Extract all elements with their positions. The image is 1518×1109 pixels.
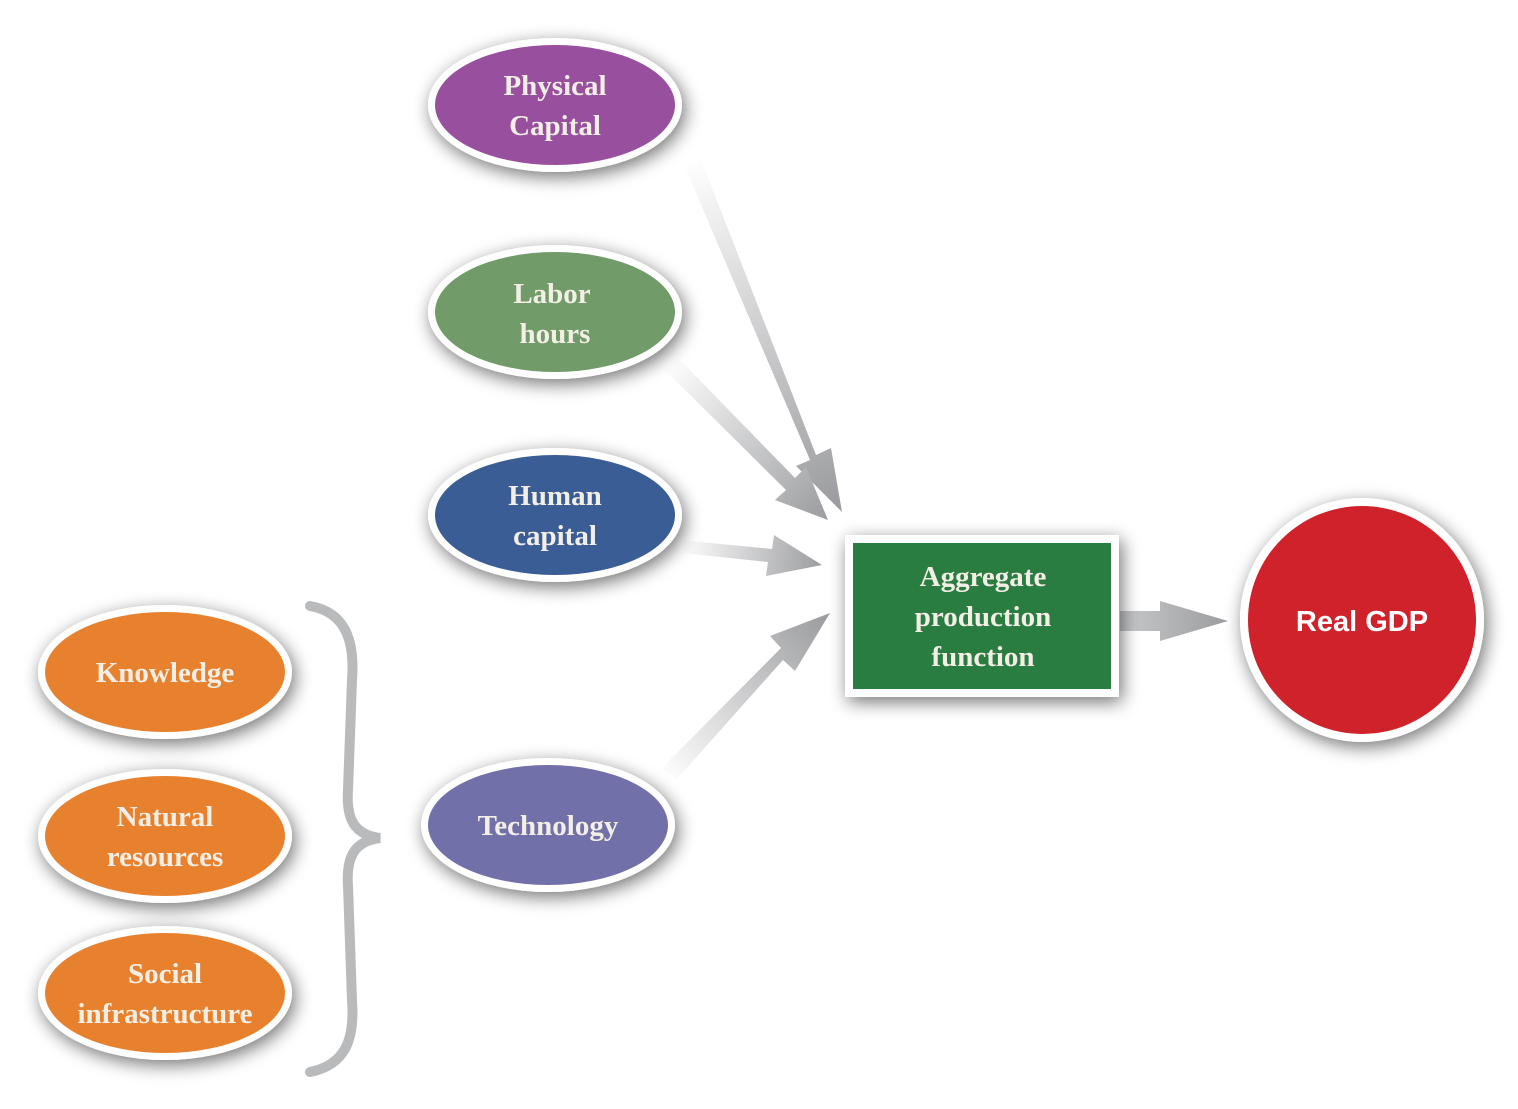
node-fill [435,252,675,372]
node-label: capital [513,520,597,552]
arrow-to-real-gdp [1120,601,1228,641]
node-label: Social [128,958,202,990]
node-labor-hours [428,245,682,379]
node-label: infrastructure [77,998,252,1030]
node-natural-resources [38,769,292,903]
arrows [662,157,1228,780]
node-technology [421,758,675,892]
node-fill [45,612,285,732]
node-label: production [915,601,1051,633]
arrow-technology [662,613,830,780]
node-label: hours [520,318,591,350]
node-label: Natural [117,801,214,833]
arrow-labor-hours [665,358,828,520]
arrow-physical-capital [684,157,842,512]
node-label: Labor [513,278,590,310]
grouping-brace [305,601,381,1077]
node-fill [435,455,675,575]
node-fill [1248,506,1476,734]
node-social-infrastructure [38,926,292,1060]
node-human-capital [428,448,682,582]
node-real-gdp [1240,498,1484,742]
node-label: Real GDP [1296,606,1428,638]
node-fill [435,45,675,165]
node-label: resources [107,841,224,873]
node-label: Aggregate [920,561,1047,593]
node-fill [45,933,285,1053]
node-physical-capital [428,38,682,172]
node-label: Physical [503,70,606,102]
node-fill [45,776,285,896]
node-label: Knowledge [96,657,235,689]
node-label: Technology [478,810,619,842]
node-aggregate-production-function [845,535,1119,697]
node-fill [853,543,1111,689]
node-label: Capital [509,110,601,142]
node-label: function [931,641,1034,673]
node-knowledge [38,605,292,739]
arrow-human-capital [680,535,822,576]
node-label: Human [508,480,601,512]
node-fill [428,765,668,885]
